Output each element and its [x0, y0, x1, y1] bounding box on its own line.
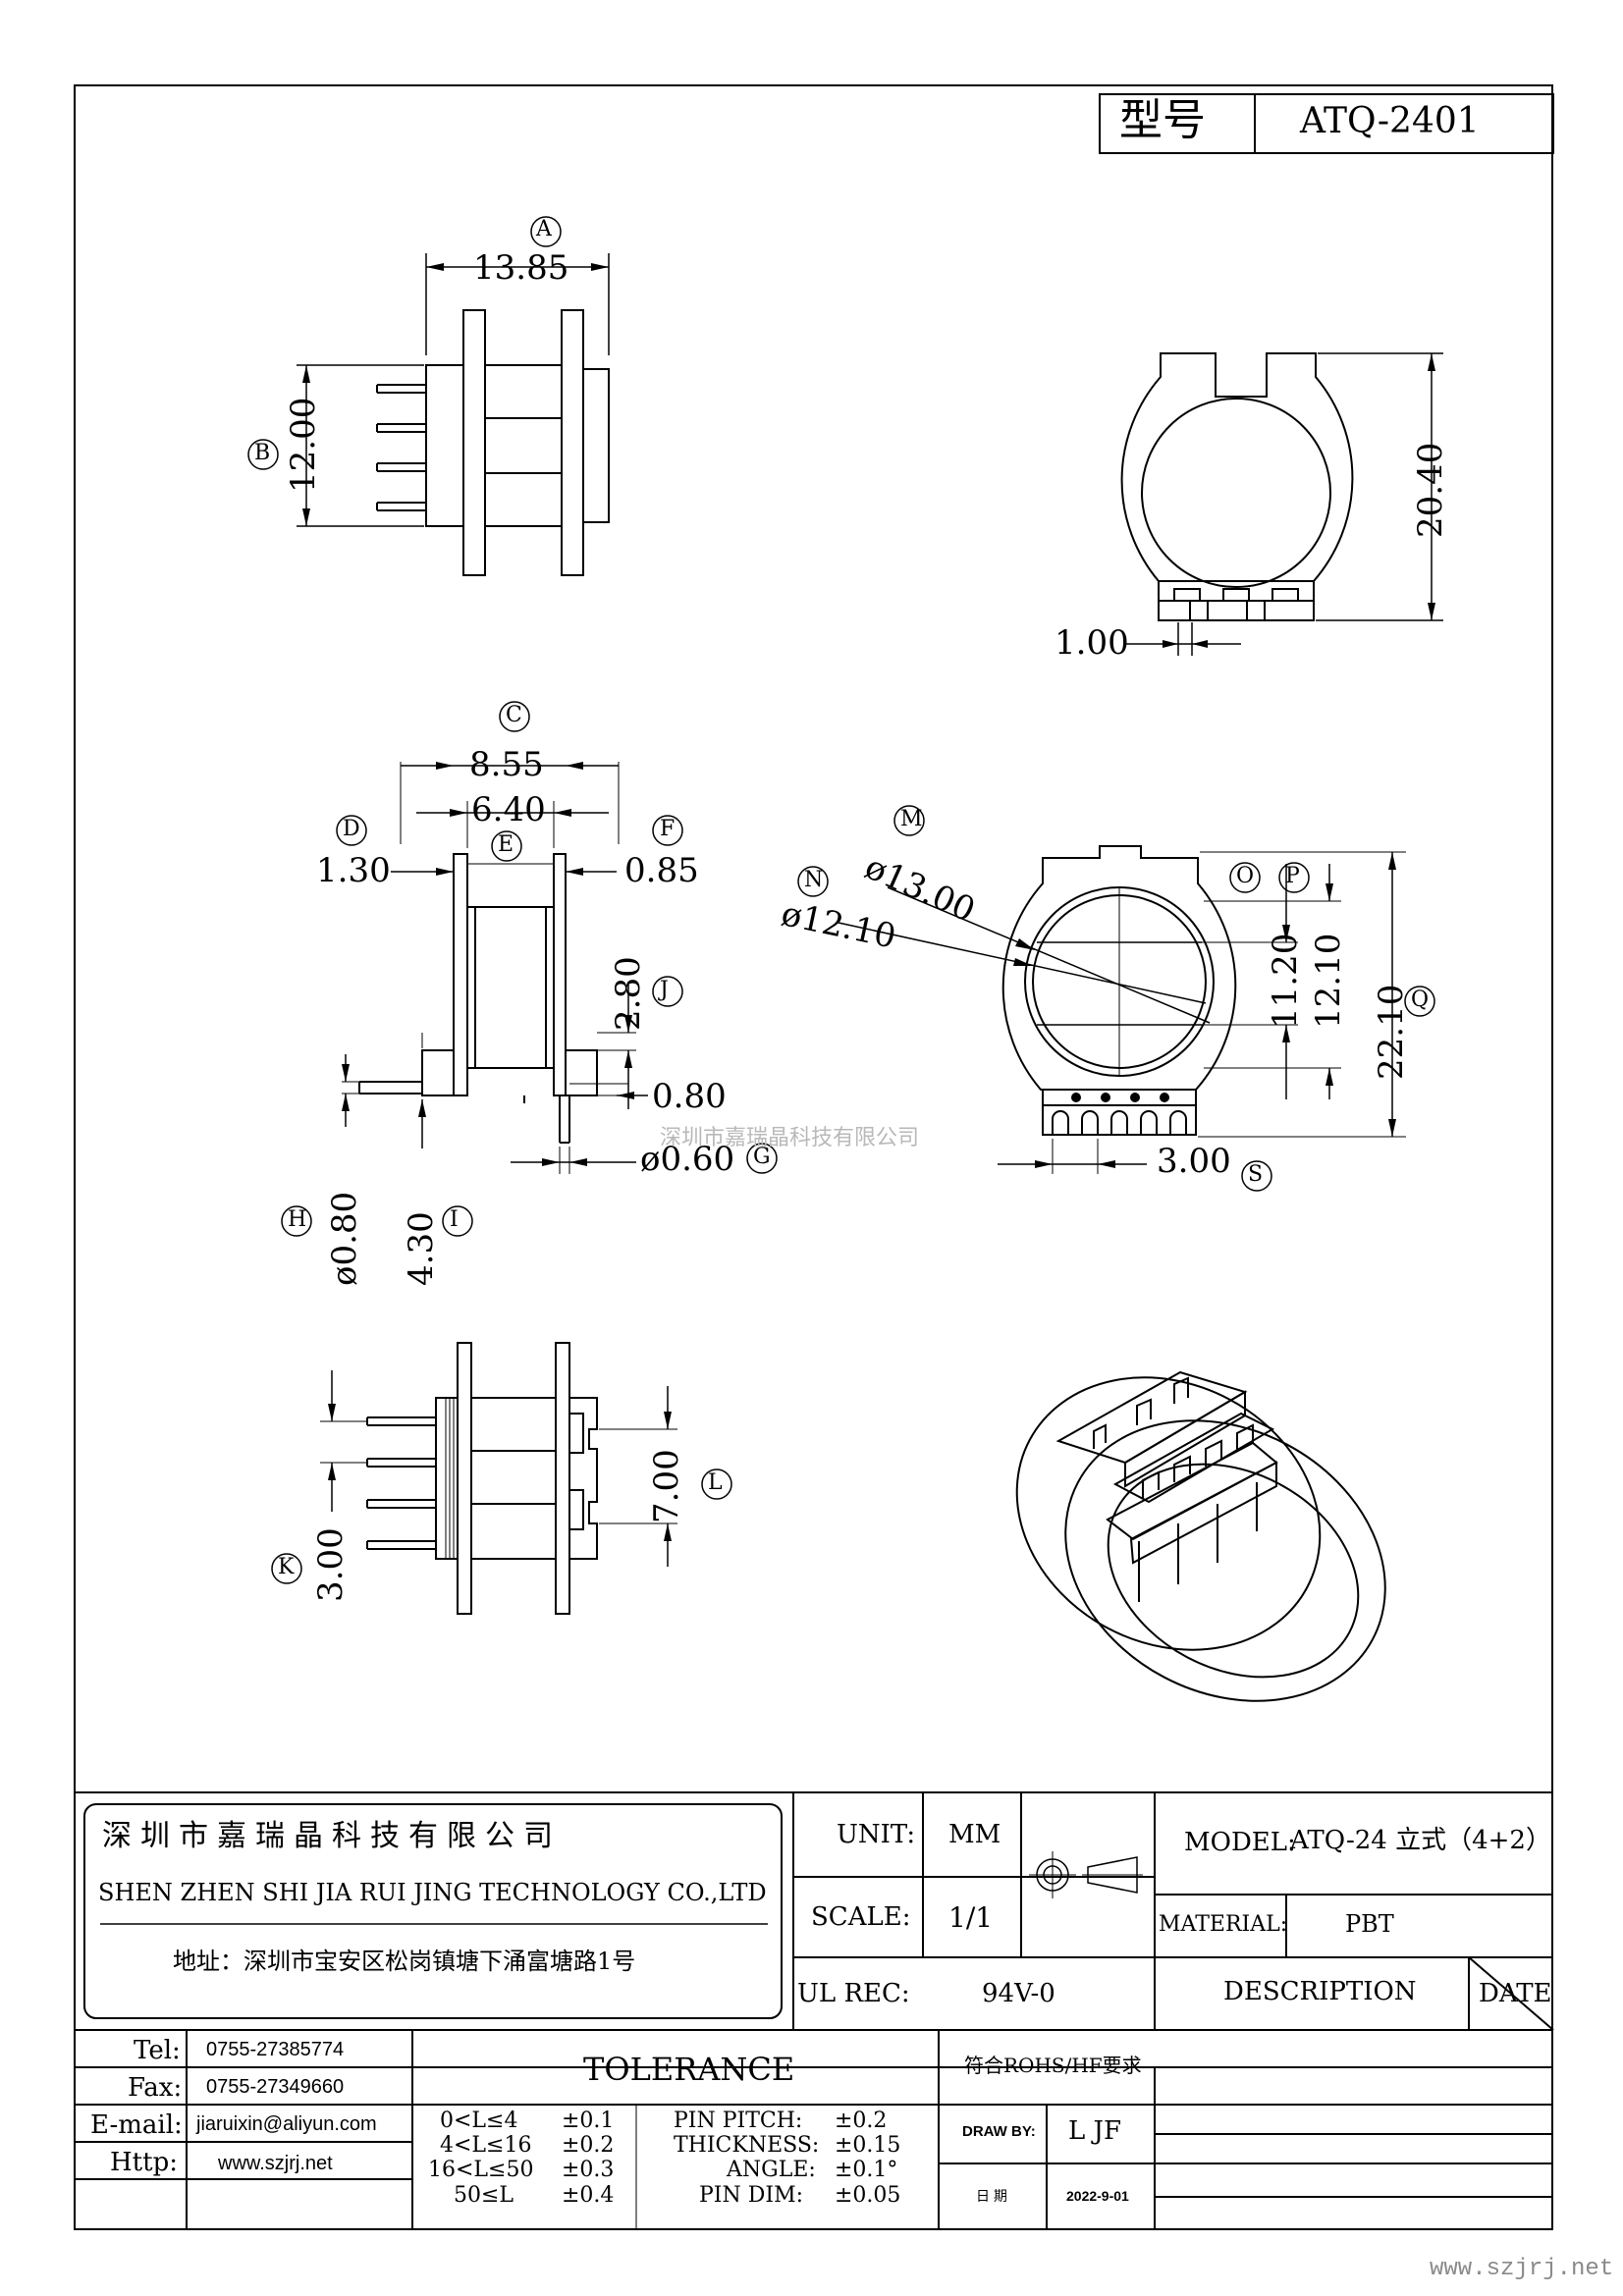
tol-value-4: ±0.4: [562, 2183, 615, 2208]
unit-label: UNIT:: [837, 1820, 916, 1849]
tolerance-title: TOLERANCE: [583, 2051, 795, 2088]
dim-i-value: 4.30: [402, 1211, 441, 1286]
dim-c-value: 8.55: [469, 745, 544, 784]
dim-d-letter: D: [343, 817, 360, 841]
thickness-label: THICKNESS:: [674, 2133, 820, 2158]
dim-pin-thickness-value: 0.80: [652, 1077, 727, 1116]
thickness-value: ±0.15: [835, 2133, 901, 2158]
dim-a-letter: A: [536, 217, 552, 241]
date-label: DATE: [1479, 1979, 1552, 2008]
dim-l-value: 7.00: [647, 1449, 686, 1523]
material-value: PBT: [1345, 1910, 1394, 1938]
dim-q-value: 22.10: [1372, 984, 1411, 1080]
side-view-1: [247, 216, 610, 576]
date-value: 2022-9-01: [1066, 2188, 1129, 2204]
description-label: DESCRIPTION: [1223, 1977, 1417, 2006]
dim-a-value: 13.85: [473, 248, 569, 288]
footer-url: www.szjrj.net: [1430, 2256, 1614, 2282]
fax-label: Fax:: [128, 2073, 183, 2103]
dim-c-letter: C: [506, 703, 522, 727]
http-label: Http:: [110, 2148, 178, 2177]
tel-label: Tel:: [134, 2036, 181, 2065]
tol-range-2: 4<L≤16: [440, 2133, 532, 2158]
model-field-label: MODEL:: [1184, 1828, 1296, 1857]
dim-o-letter: O: [1236, 864, 1255, 888]
tol-range-1: 0<L≤4: [440, 2109, 518, 2133]
drawing-sheet-border: [74, 84, 1553, 2230]
dim-f-letter: F: [660, 817, 676, 841]
pin-dim-label: PIN DIM:: [699, 2183, 804, 2208]
dim-f-value: 0.85: [624, 851, 699, 890]
pin-pitch-value: ±0.2: [835, 2109, 888, 2133]
dim-q-letter: Q: [1411, 988, 1430, 1012]
dim-j-value: 2.80: [609, 956, 648, 1031]
pin-pitch-label: PIN PITCH:: [674, 2109, 803, 2133]
angle-label: ANGLE:: [727, 2158, 816, 2182]
dim-n-letter: N: [804, 868, 824, 892]
dim-b-letter: B: [254, 441, 271, 465]
dim-l-letter: L: [708, 1470, 723, 1495]
section-view: [281, 701, 778, 1237]
fax-value: 0755-27349660: [206, 2076, 345, 2098]
dim-h-letter: H: [288, 1207, 307, 1232]
dim-height-value: 20.40: [1411, 442, 1450, 538]
model-number: ATQ-2401: [1300, 101, 1480, 141]
side-view-2: [271, 1342, 732, 1615]
dim-d-value: 1.30: [316, 851, 391, 890]
dim-k-value: 3.00: [311, 1527, 351, 1602]
ul-rec-label: UL REC:: [797, 1979, 910, 2008]
tol-range-4: 50≤L: [454, 2183, 514, 2208]
dim-g-value: ø0.60: [640, 1140, 735, 1179]
scale-label: SCALE:: [811, 1902, 911, 1932]
dim-p-letter: P: [1285, 864, 1300, 888]
draw-by-value: L JF: [1068, 2116, 1121, 2146]
end-view-2: [797, 805, 1435, 1192]
dim-g-letter: G: [753, 1145, 771, 1169]
dim-j-letter: J: [660, 978, 669, 1002]
dim-h-value: ø0.80: [325, 1191, 364, 1286]
dim-s-letter: S: [1248, 1162, 1264, 1187]
company-address: 地址：深圳市宝安区松岗镇塘下涌富塘路1号: [173, 1948, 636, 1975]
email-value: jiaruixin@aliyun.com: [196, 2113, 377, 2135]
pin-dim-value: ±0.05: [835, 2183, 901, 2208]
isometric-view: [1015, 1370, 1386, 1702]
tel-value: 0755-27385774: [206, 2039, 345, 2060]
unit-value: MM: [948, 1820, 1001, 1849]
tol-value-2: ±0.2: [562, 2133, 615, 2158]
scale-value: 1/1: [948, 1901, 994, 1934]
dim-gap-value: 1.00: [1055, 623, 1129, 663]
model-label: 型号: [1119, 95, 1206, 145]
rohs-compliance: 符合ROHS/HF要求: [964, 2054, 1142, 2077]
dim-o-value: 11.20: [1266, 933, 1305, 1029]
watermark-text: 深圳市嘉瑞晶科技有限公司: [660, 1125, 920, 1149]
dim-e-value: 6.40: [471, 790, 546, 829]
tol-value-1: ±0.1: [562, 2109, 615, 2133]
company-name-cn: 深圳市嘉瑞晶科技有限公司: [102, 1819, 562, 1853]
draw-by-label: DRAW BY:: [962, 2123, 1036, 2140]
dim-b-value: 12.00: [284, 397, 323, 493]
angle-value: ±0.1°: [835, 2158, 898, 2182]
dim-k-letter: K: [278, 1555, 295, 1579]
end-view-1: [1120, 352, 1443, 656]
material-label: MATERIAL:: [1159, 1912, 1288, 1937]
dim-s-value: 3.00: [1157, 1142, 1231, 1181]
email-label: E-mail:: [90, 2110, 183, 2140]
date-cn-label: 日 期: [976, 2188, 1007, 2204]
tol-range-3: 16<L≤50: [428, 2158, 534, 2182]
dim-i-letter: I: [450, 1207, 459, 1232]
ul-rec-value: 94V-0: [982, 1979, 1055, 2008]
http-value: www.szjrj.net: [218, 2153, 333, 2174]
model-field-value: ATQ-24 立式（4+2）: [1290, 1826, 1551, 1855]
dim-e-letter: E: [498, 832, 514, 857]
dim-m-letter: M: [900, 807, 923, 831]
dim-p-value: 12.10: [1309, 933, 1348, 1029]
tol-value-3: ±0.3: [562, 2158, 615, 2182]
company-name-en: SHEN ZHEN SHI JIA RUI JING TECHNOLOGY CO…: [98, 1879, 767, 1906]
